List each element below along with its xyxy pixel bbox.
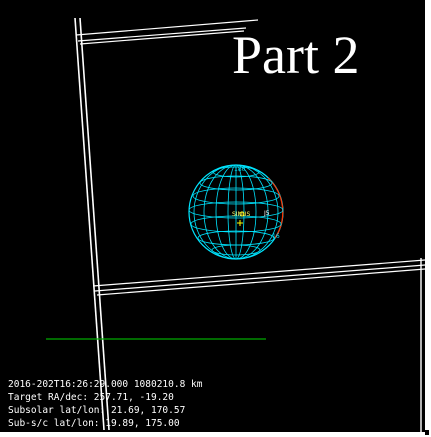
- globe-label-top: 180: [234, 166, 246, 173]
- scene-graphics: 180 SINUS J5 16: [46, 17, 425, 432]
- top-boom-structure: [75, 19, 259, 45]
- globe-longitude-lines: [193, 164, 279, 260]
- left-boom-structure: [74, 17, 110, 431]
- target-globe: 180 SINUS J5 16: [188, 164, 284, 260]
- globe-label-right: J5: [263, 210, 270, 217]
- globe-markers: [237, 211, 245, 226]
- globe-limb-arc: [267, 177, 284, 239]
- globe-label-lower-right: 16: [272, 233, 280, 240]
- telemetry-readout: 2016-202T16:26:29.000 1080210.8 km Targe…: [8, 378, 202, 430]
- corner-marker: [425, 430, 429, 435]
- readout-target-ra-dec: Target RA/dec: 257.71, -19.20: [8, 392, 174, 403]
- readout-time-range: 2016-202T16:26:29.000 1080210.8 km: [8, 379, 203, 390]
- readout-subsolar-lat-lon: Subsolar lat/lon: 21.69, 170.57: [8, 405, 186, 416]
- readout-sub-spacecraft-lat-lon: Sub-s/c lat/lon: 19.89, 175.00: [8, 418, 180, 429]
- part-title: Part 2: [232, 25, 360, 85]
- globe-label-center: SINUS: [232, 211, 250, 218]
- spacecraft-view-canvas: 180 SINUS J5 16 Part 2 2016-202T16:26:29…: [0, 0, 425, 432]
- middle-boom-structure: [92, 259, 425, 296]
